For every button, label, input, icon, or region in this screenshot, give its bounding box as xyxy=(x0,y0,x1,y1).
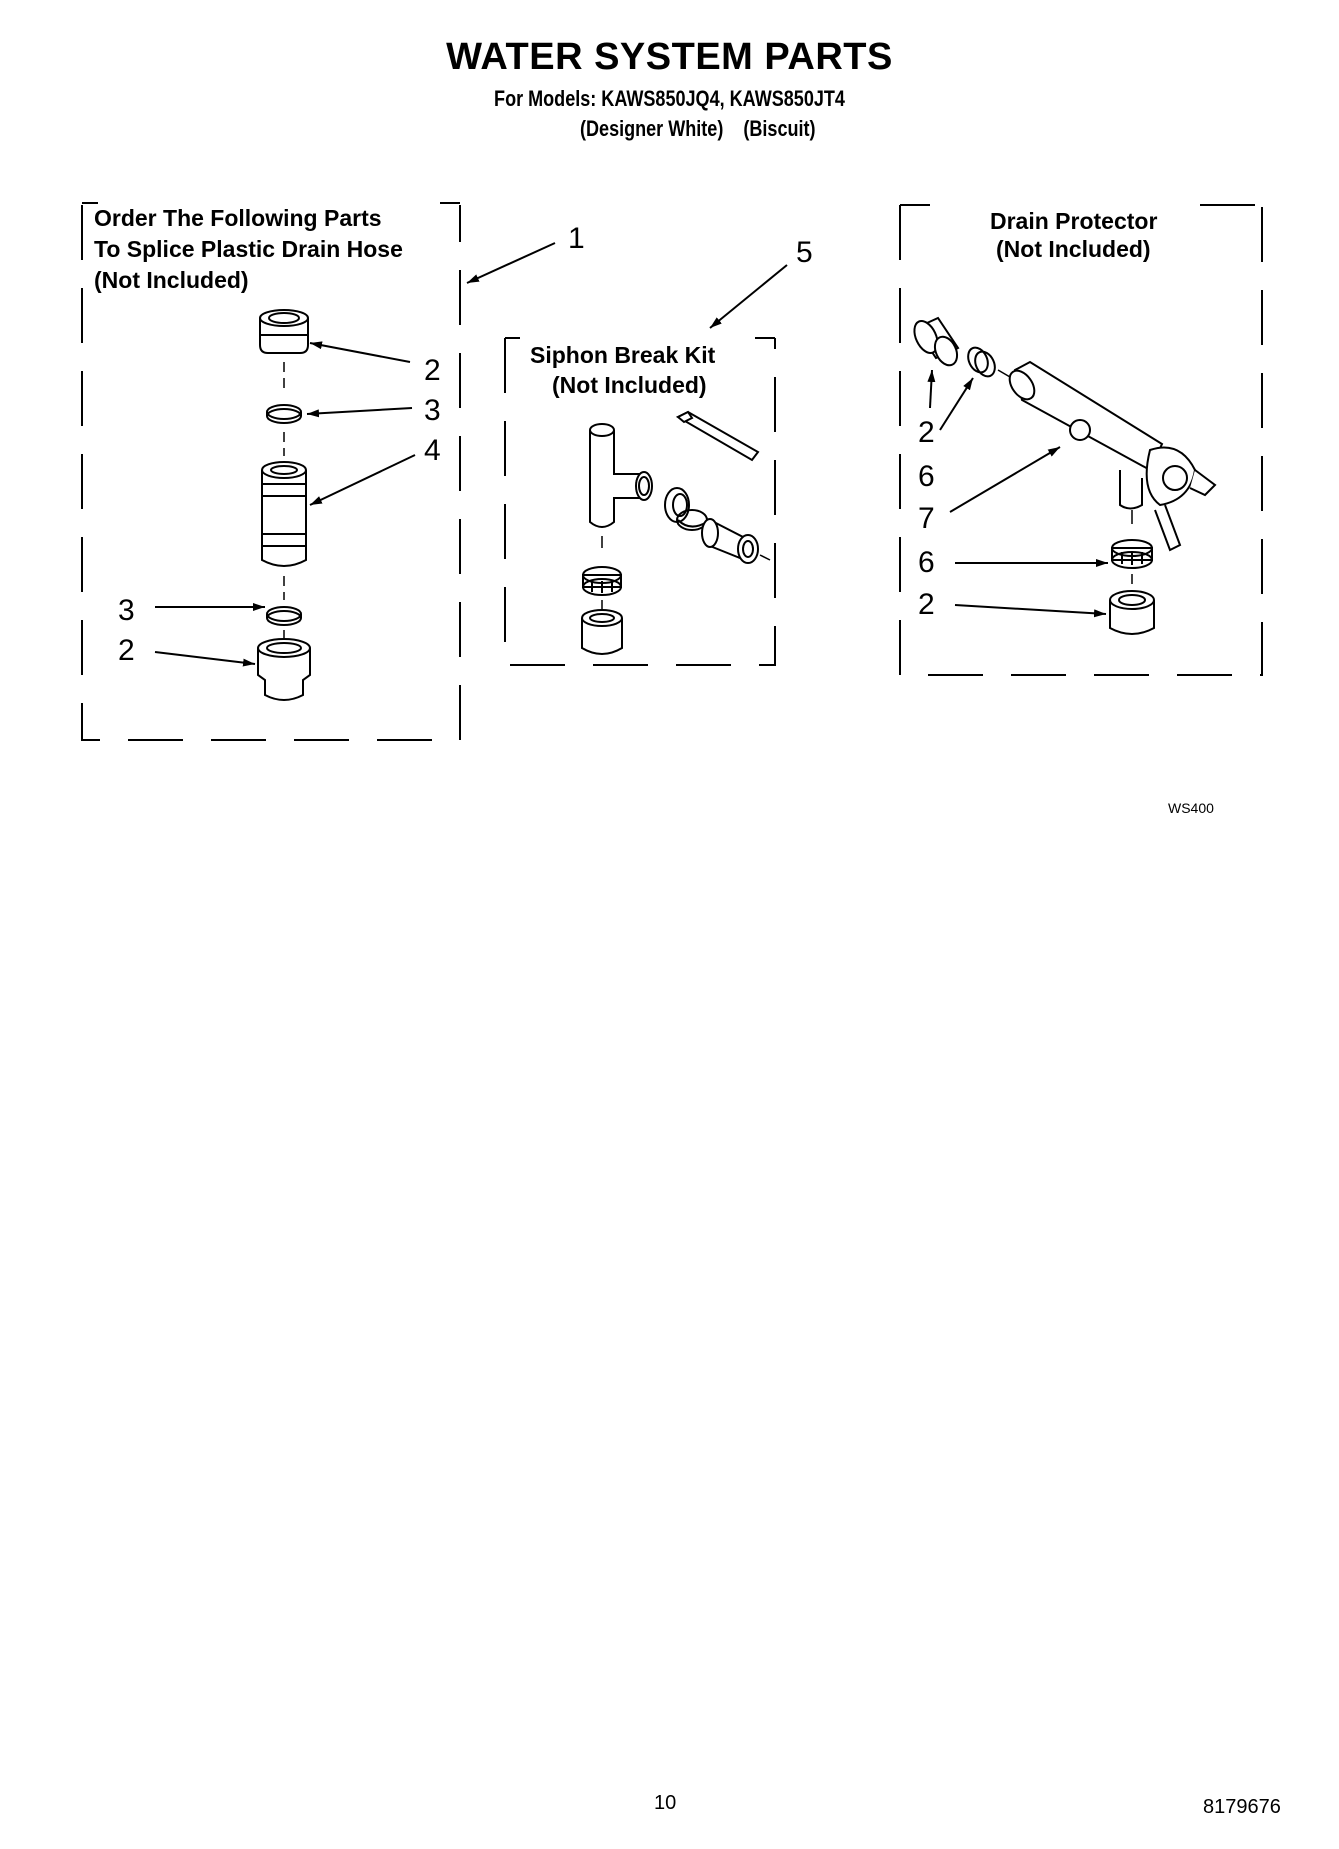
callout-drain-6a: 6 xyxy=(918,460,935,493)
drain-clamp-bottom-drawing xyxy=(1111,539,1153,569)
variants-line: (Designer White) (Biscuit) xyxy=(580,116,816,141)
drain-box-label-line1: Drain Protector xyxy=(990,208,1158,234)
drain-group-box xyxy=(899,204,1263,676)
leader-arrow-1 xyxy=(466,242,556,284)
drain-leaders xyxy=(927,369,1108,618)
callout-1: 1 xyxy=(568,222,585,255)
tee-fitting-drawing xyxy=(589,423,653,528)
leader-arrow-5 xyxy=(709,264,788,329)
siphon-box-label-line1: Siphon Break Kit xyxy=(530,342,716,368)
drain-parts xyxy=(913,316,1217,635)
splice-parts xyxy=(257,309,311,701)
callout-5: 5 xyxy=(796,236,813,269)
splice-box-label-line3: (Not Included) xyxy=(94,267,249,293)
callout-drain-7: 7 xyxy=(918,502,935,535)
drain-valve-body-drawing xyxy=(1008,360,1217,552)
splice-group-box xyxy=(81,202,461,741)
callout-splice-3b: 3 xyxy=(118,594,135,627)
connector-drawing xyxy=(261,461,307,567)
callout-splice-3a: 3 xyxy=(424,394,441,427)
siphon-coupling-2-drawing xyxy=(581,609,623,655)
drain-clamp-top-drawing xyxy=(967,346,996,378)
drain-coupling-top-drawing xyxy=(913,316,960,367)
callout-drain-2b: 2 xyxy=(918,588,935,621)
drain-box-label-line2: (Not Included) xyxy=(996,236,1151,262)
figure-code: WS400 xyxy=(1168,800,1214,816)
models-line: For Models: KAWS850JQ4, KAWS850JT4 xyxy=(494,86,845,111)
document-number: 8179676 xyxy=(1203,1796,1281,1818)
callout-drain-6b: 6 xyxy=(918,546,935,579)
splice-leaders xyxy=(154,341,416,667)
clamp-top-drawing xyxy=(266,404,302,424)
callout-drain-2a: 2 xyxy=(918,416,935,449)
page-number: 10 xyxy=(654,1792,677,1814)
siphon-ring-1-drawing xyxy=(664,487,690,523)
siphon-coupling-1-drawing xyxy=(701,518,759,564)
siphon-clamp-2-drawing xyxy=(582,566,622,596)
splice-box-label-line2: To Splice Plastic Drain Hose xyxy=(94,236,403,262)
tie-strap-drawing xyxy=(675,410,760,462)
siphon-box-label-line2: (Not Included) xyxy=(552,372,707,398)
clamp-bottom-drawing xyxy=(266,606,302,626)
callout-splice-4: 4 xyxy=(424,434,441,467)
drain-coupling-bottom-drawing xyxy=(1109,590,1155,635)
page-title: WATER SYSTEM PARTS xyxy=(446,36,893,78)
callout-splice-2a: 2 xyxy=(424,354,441,387)
siphon-parts xyxy=(581,410,771,655)
splice-box-label-line1: Order The Following Parts xyxy=(94,205,382,231)
coupling-bottom-drawing xyxy=(257,638,311,701)
callout-splice-2b: 2 xyxy=(118,634,135,667)
siphon-group-box xyxy=(504,337,776,666)
coupling-top-drawing xyxy=(259,309,309,354)
